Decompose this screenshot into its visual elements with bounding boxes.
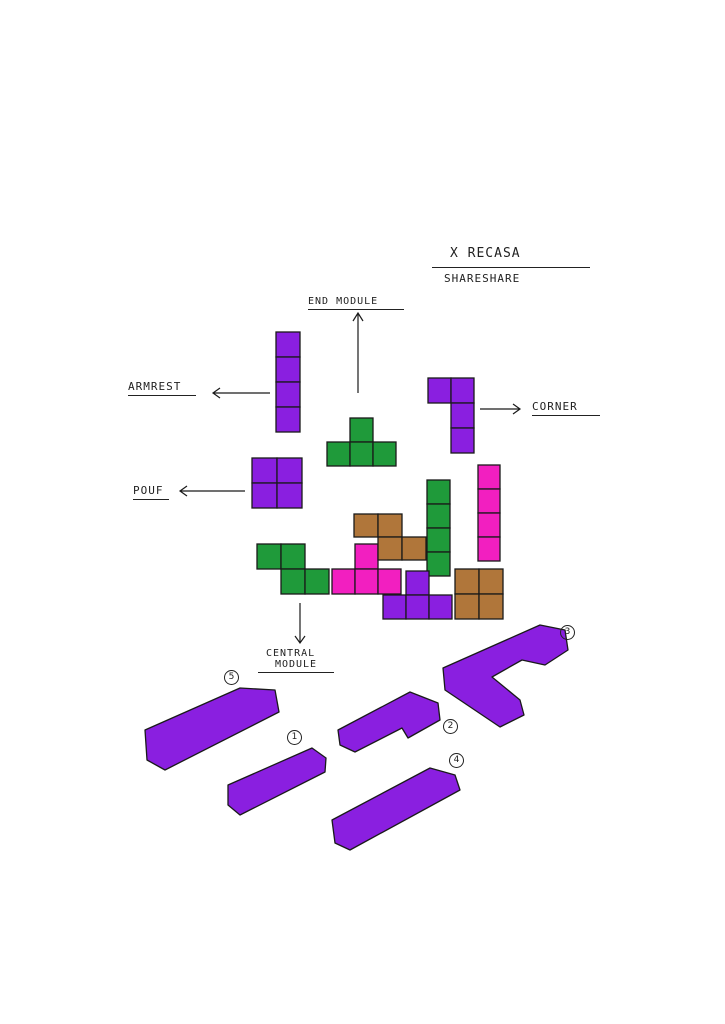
module-cell <box>405 594 430 620</box>
module-central-brown-square <box>454 568 504 620</box>
sofa-5 <box>144 687 280 771</box>
sofa-number-1: 1 <box>287 730 302 745</box>
module-cell <box>326 441 351 467</box>
module-cell <box>450 402 475 429</box>
module-central-purple <box>382 570 453 620</box>
module-cell <box>377 513 403 538</box>
brand-title: X RECASA <box>450 246 521 261</box>
module-cell <box>454 568 480 595</box>
module-cell <box>276 482 303 509</box>
module-cell <box>478 568 504 595</box>
module-end-module <box>326 417 397 467</box>
module-cell <box>426 551 451 577</box>
module-cell <box>304 568 330 595</box>
sofa-number-3: 3 <box>560 625 575 640</box>
brand-subtitle: SHARESHARE <box>444 272 521 285</box>
module-cell <box>353 513 379 538</box>
module-cell <box>382 594 407 620</box>
label-central-module-line1: CENTRAL <box>266 648 316 659</box>
module-cell <box>251 457 278 484</box>
module-central-pink-vertical <box>477 464 501 562</box>
module-cell <box>276 457 303 484</box>
sofa-3 <box>442 624 569 728</box>
label-end-module: END MODULE <box>308 296 404 310</box>
module-cell <box>477 536 501 562</box>
module-cell <box>426 503 451 529</box>
label-corner: CORNER <box>532 400 600 416</box>
module-cell <box>427 377 452 404</box>
arrows <box>178 311 522 645</box>
sofa-number-2: 2 <box>443 719 458 734</box>
module-cell <box>377 568 402 595</box>
module-cell <box>275 331 301 358</box>
arrow-central-module <box>294 603 306 645</box>
module-central-brown <box>353 513 427 561</box>
module-cell <box>331 568 356 595</box>
module-cell <box>450 427 475 454</box>
module-cell <box>401 536 427 561</box>
module-cell <box>477 464 501 490</box>
module-cell <box>426 479 451 505</box>
sofa-1 <box>227 747 327 816</box>
sofa-number-5: 5 <box>224 670 239 685</box>
arrow-armrest <box>211 387 270 399</box>
module-cell <box>454 593 480 620</box>
arrow-end-module <box>352 311 364 393</box>
module-cell <box>251 482 278 509</box>
label-pouf: POUF <box>133 484 169 500</box>
module-armrest <box>275 331 301 433</box>
module-cell <box>428 594 453 620</box>
module-central-green <box>256 543 330 595</box>
module-pouf <box>251 457 303 509</box>
sofa-4 <box>331 767 461 851</box>
module-cell <box>280 543 306 570</box>
title-divider <box>432 267 590 268</box>
module-cell <box>450 377 475 404</box>
module-cell <box>275 381 301 408</box>
module-cell <box>478 593 504 620</box>
module-cell <box>354 568 379 595</box>
sofa-number-4: 4 <box>449 753 464 768</box>
module-cell <box>354 543 379 570</box>
module-cell <box>256 543 282 570</box>
arrow-pouf <box>178 485 245 497</box>
module-cell <box>275 356 301 383</box>
module-central-pink <box>331 543 402 595</box>
module-cell <box>405 570 430 596</box>
module-cell <box>477 488 501 514</box>
module-cell <box>377 536 403 561</box>
module-cell <box>349 417 374 443</box>
module-corner <box>427 377 475 454</box>
module-cell <box>275 406 301 433</box>
module-cell <box>426 527 451 553</box>
arrow-corner <box>480 403 522 415</box>
label-armrest: ARMREST <box>128 380 196 396</box>
module-central-green-vertical <box>426 479 451 577</box>
sofa-2 <box>337 691 441 753</box>
module-cell <box>280 568 306 595</box>
label-central-module-line2: MODULE <box>258 659 334 673</box>
module-cell <box>372 441 397 467</box>
module-cell <box>477 512 501 538</box>
module-cell <box>349 441 374 467</box>
